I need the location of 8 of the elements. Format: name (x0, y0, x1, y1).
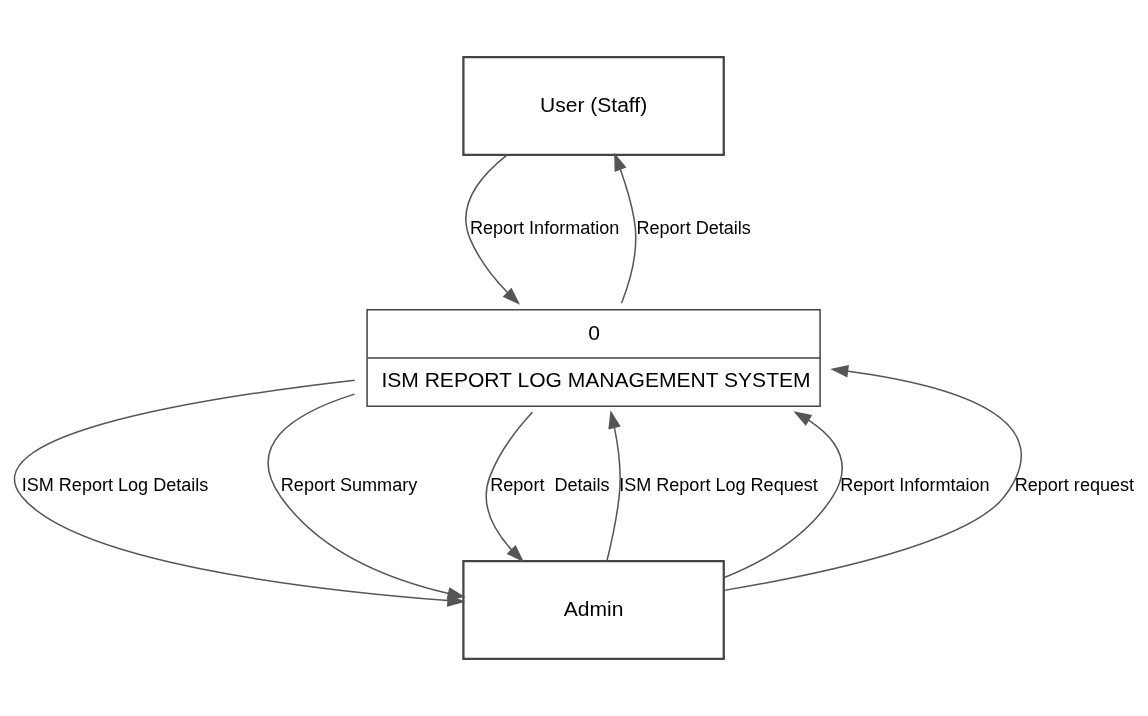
edge-label: Report Details (636, 218, 751, 238)
edge-label: Report Details (490, 475, 610, 496)
edge-label: ISM Report Log Request (619, 475, 818, 496)
edge-label: ISM Report Log Details (21, 475, 209, 496)
edge-label: Report Information (469, 218, 620, 238)
edge-label: Report Summary (280, 475, 418, 496)
edge-label: Report Informtaion (840, 475, 990, 496)
edge-label: Report request (1014, 475, 1135, 496)
